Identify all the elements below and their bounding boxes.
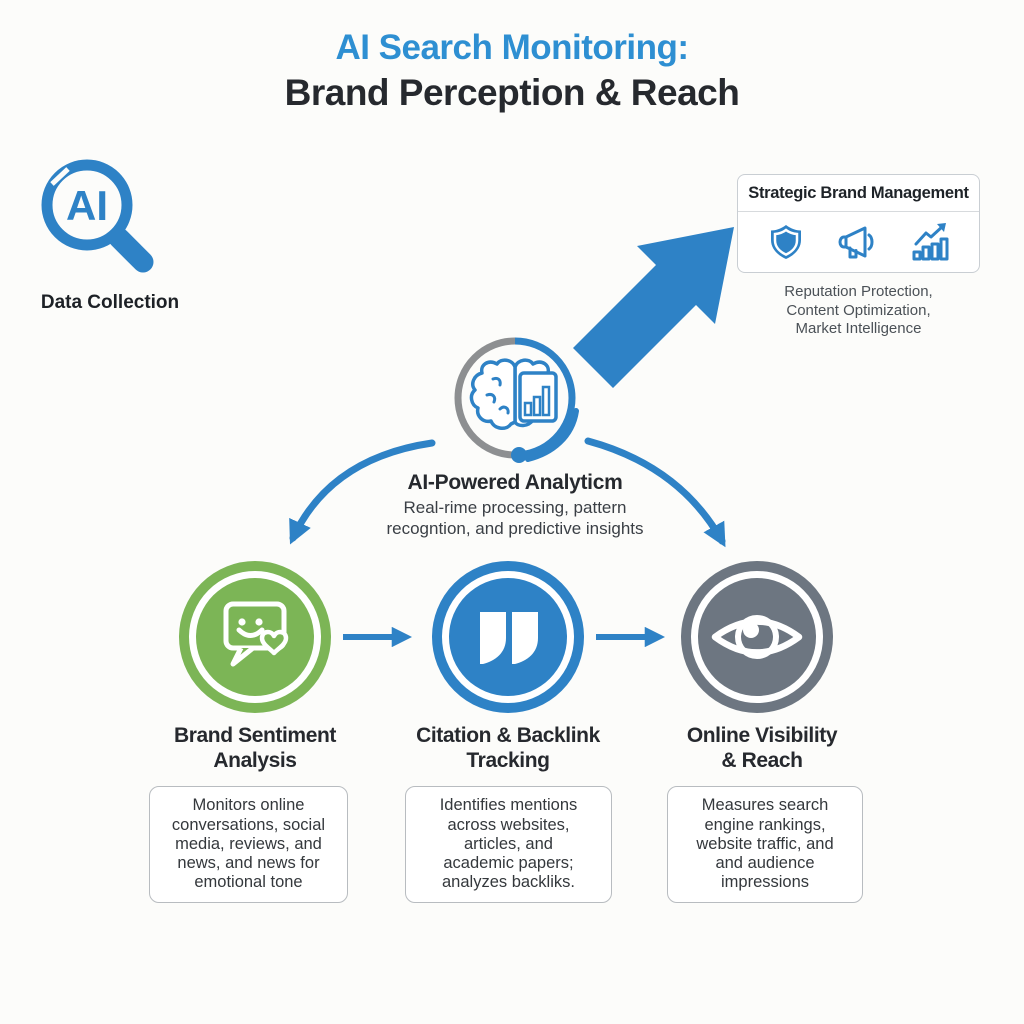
citation-backlink-description: Identifies mentions across websites, art… xyxy=(439,796,578,892)
analytics-title: AI-Powered Analyticm xyxy=(407,471,623,494)
growth-chart-icon xyxy=(912,223,948,261)
page-title-line2: Brand Perception & Reach xyxy=(284,71,740,113)
ai-magnifier-icon: AI xyxy=(41,159,154,273)
strategic-box-icons xyxy=(738,212,979,272)
strategic-box-caption: Reputation Protection, Content Optimizat… xyxy=(784,283,933,338)
brain-analytics-icon xyxy=(454,337,579,463)
curved-arrow-left xyxy=(289,439,436,545)
citation-backlink-node xyxy=(432,561,584,713)
analytics-subtitle: Real-rime processing, pattern recogntion… xyxy=(386,498,644,539)
shield-icon xyxy=(770,225,801,259)
data-collection-label: Data Collection xyxy=(40,292,180,313)
brand-sentiment-node xyxy=(179,561,331,713)
quotation-marks-icon xyxy=(480,612,538,664)
strategic-brand-management-box: Strategic Brand Management xyxy=(737,174,980,273)
page-title: AI Search Monitoring: Brand Perception &… xyxy=(0,26,1024,116)
online-visibility-node xyxy=(681,561,833,713)
online-visibility-description: Measures search engine rankings, website… xyxy=(696,796,834,892)
curved-arrow-right xyxy=(584,437,726,548)
brand-sentiment-box: Monitors online conversations, social me… xyxy=(149,786,348,903)
big-arrow-up-right xyxy=(573,227,734,388)
citation-backlink-box: Identifies mentions across websites, art… xyxy=(405,786,612,903)
page-title-line1: AI Search Monitoring: xyxy=(335,28,689,67)
brand-sentiment-title: Brand Sentiment Analysis xyxy=(173,724,337,772)
ai-magnifier-text: AI xyxy=(66,182,108,229)
brand-sentiment-description: Monitors online conversations, social me… xyxy=(171,796,326,892)
strategic-box-title: Strategic Brand Management xyxy=(738,175,979,212)
chat-smiley-heart-icon xyxy=(223,601,289,667)
online-visibility-box: Measures search engine rankings, website… xyxy=(667,786,863,903)
online-visibility-title: Online Visibility & Reach xyxy=(686,724,838,772)
eye-icon xyxy=(711,615,803,659)
megaphone-icon xyxy=(838,226,873,259)
citation-backlink-title: Citation & Backlink Tracking xyxy=(416,724,600,772)
